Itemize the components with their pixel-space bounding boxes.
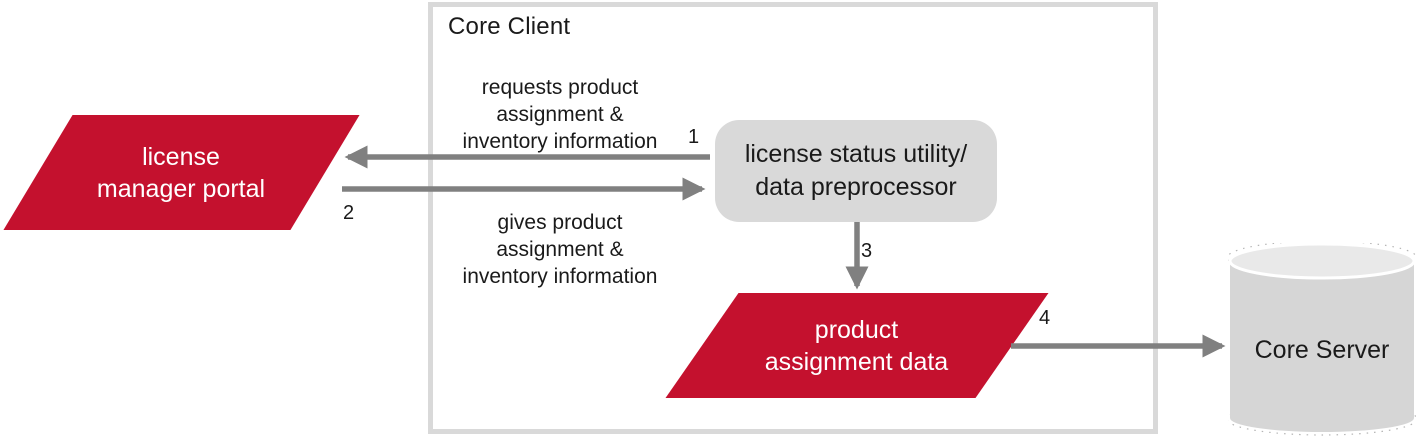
node-label-line: assignment data: [764, 347, 949, 376]
step-number-3: 3: [861, 240, 873, 262]
annotation-line: assignment &: [496, 103, 624, 126]
node-label-line: license: [142, 142, 220, 171]
core-client-container: Core Client: [428, 2, 1158, 434]
annotation-line: gives product: [497, 211, 623, 234]
core-server-node: Core Server: [1228, 243, 1416, 439]
annotation-line: inventory information: [462, 130, 658, 153]
step-number-2: 2: [343, 202, 355, 224]
node-label-line: manager portal: [96, 174, 266, 203]
step-number-4: 4: [1039, 307, 1051, 329]
license-manager-portal-label: license manager portal: [3, 115, 359, 230]
annotation-line: requests product: [481, 76, 639, 99]
gives-annotation: gives product assignment & inventory inf…: [435, 209, 685, 290]
database-cylinder-icon: [1228, 243, 1416, 436]
core-client-title: Core Client: [448, 13, 571, 40]
core-server-label: Core Server: [1254, 336, 1390, 364]
annotation-line: inventory information: [462, 265, 658, 288]
license-manager-portal-node: license manager portal: [2, 115, 360, 230]
node-label-line: product: [814, 315, 899, 344]
step-number-1: 1: [688, 126, 700, 148]
product-assignment-data-label: product assignment data: [665, 293, 1048, 398]
node-label-line: data preprocessor: [755, 173, 957, 201]
requests-annotation: requests product assignment & inventory …: [435, 74, 685, 155]
node-label-line: license status utility/: [744, 140, 968, 168]
annotation-line: assignment &: [496, 238, 624, 261]
license-status-utility-node: license status utility/ data preprocesso…: [715, 120, 997, 222]
product-assignment-data-node: product assignment data: [665, 293, 1048, 398]
